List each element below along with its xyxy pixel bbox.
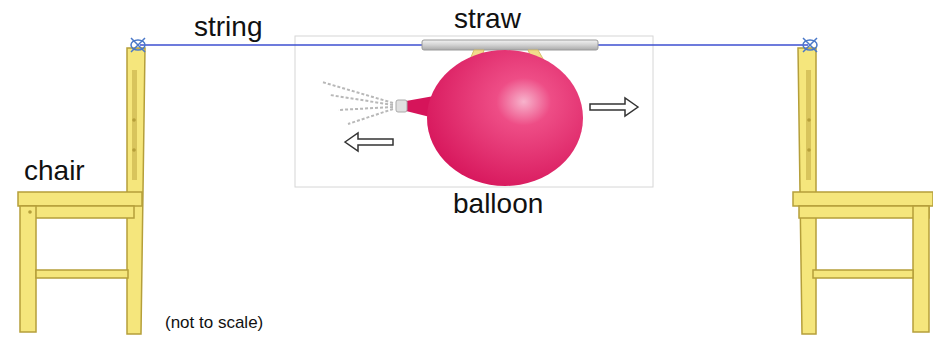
thrust-arrow: [345, 133, 393, 151]
balloon-nozzle: [396, 100, 407, 112]
balloon-body: [427, 50, 583, 186]
chair-figure: [18, 48, 145, 334]
part-label: chair: [22, 156, 87, 187]
air-jet: [322, 82, 393, 124]
motion-arrow: [590, 98, 638, 116]
straw-tube: [422, 40, 598, 50]
part-label: string: [192, 12, 264, 43]
chair-figure: [793, 48, 933, 334]
part-label: (not to scale): [163, 314, 265, 333]
part-label: balloon: [451, 189, 545, 220]
part-label: straw: [452, 4, 523, 35]
inset-frame: [295, 36, 653, 187]
